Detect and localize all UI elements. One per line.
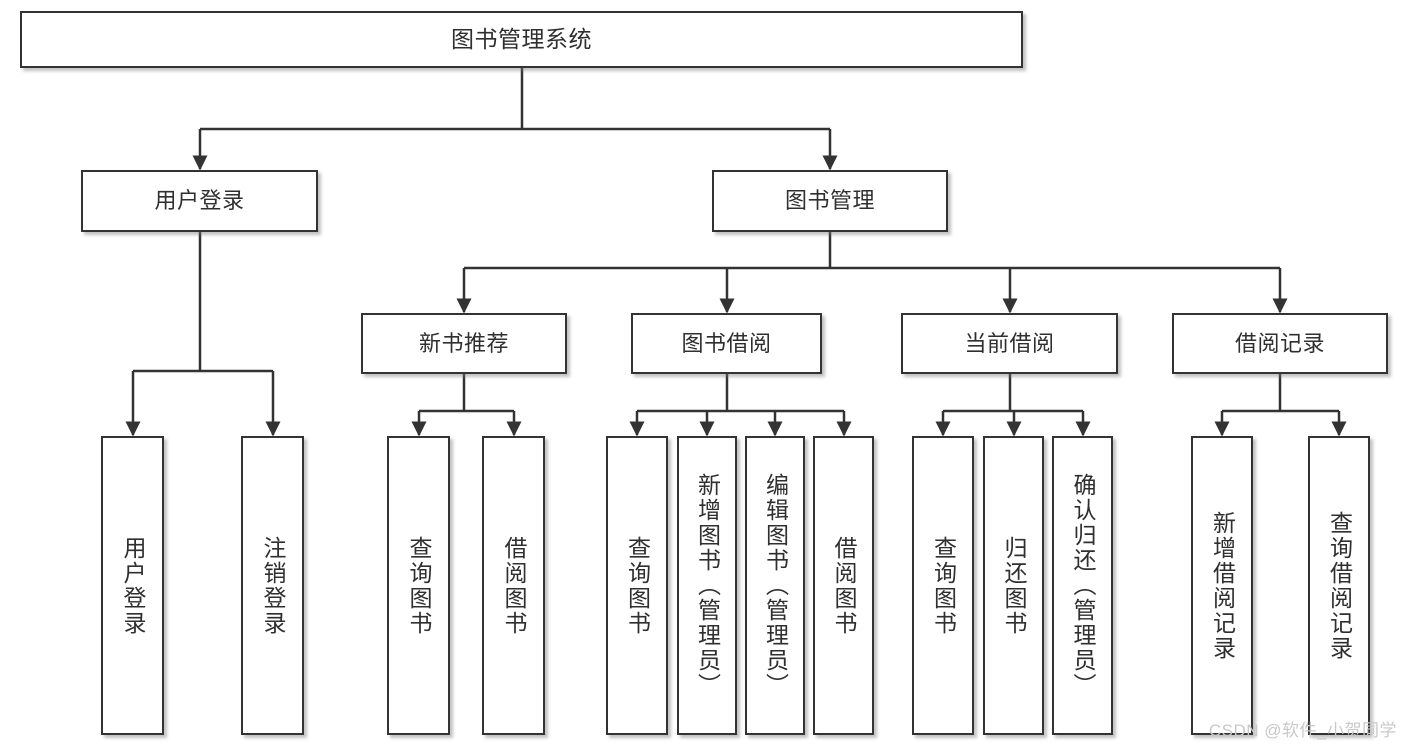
- node-book-manage[interactable]: 图书管理: [712, 170, 948, 232]
- node-current-borrow[interactable]: 当前借阅: [901, 313, 1118, 374]
- node-book-borrow[interactable]: 图书借阅: [631, 313, 822, 374]
- node-label: 查询借阅记录: [1326, 510, 1353, 661]
- node-label: 图书管理: [784, 188, 875, 214]
- node-leaf-query-record[interactable]: 查询借阅记录: [1308, 436, 1370, 735]
- node-root[interactable]: 图书管理系统: [20, 11, 1023, 68]
- node-new-book-rec[interactable]: 新书推荐: [361, 313, 567, 374]
- node-label: 用户登录: [120, 535, 146, 636]
- node-label: 查询图书: [930, 535, 957, 636]
- node-leaf-query-book-rec[interactable]: 查询图书: [387, 436, 450, 735]
- node-leaf-logout[interactable]: 注销登录: [241, 436, 304, 735]
- node-label: 借阅记录: [1234, 330, 1325, 356]
- node-label: 用户登录: [154, 188, 245, 214]
- node-label: 新增图书（管理员）: [694, 473, 721, 698]
- node-label: 当前借阅: [964, 330, 1055, 356]
- node-label: 归还图书: [1001, 535, 1027, 636]
- node-borrow-record[interactable]: 借阅记录: [1172, 313, 1388, 374]
- node-label: 图书管理系统: [451, 25, 592, 52]
- node-label: 编辑图书（管理员）: [762, 473, 789, 698]
- node-label: 查询图书: [624, 535, 651, 636]
- csdn-watermark: CSDN @软件_小贺同学: [1208, 721, 1397, 740]
- node-leaf-query-book-borrow[interactable]: 查询图书: [606, 436, 668, 735]
- node-leaf-return-book[interactable]: 归还图书: [983, 436, 1044, 735]
- node-label: 新书推荐: [418, 330, 509, 356]
- node-label: 图书借阅: [681, 330, 772, 356]
- node-leaf-confirm-return[interactable]: 确认归还（管理员）: [1052, 436, 1113, 735]
- node-leaf-borrow-book-rec[interactable]: 借阅图书: [482, 436, 545, 735]
- node-label: 确认归还（管理员）: [1070, 473, 1096, 698]
- node-leaf-user-login[interactable]: 用户登录: [101, 436, 164, 735]
- node-leaf-borrow-book[interactable]: 借阅图书: [813, 436, 874, 735]
- node-leaf-query-book-current[interactable]: 查询图书: [912, 436, 974, 735]
- node-label: 查询图书: [406, 535, 432, 636]
- node-label: 借阅图书: [501, 535, 527, 636]
- node-label: 新增借阅记录: [1209, 510, 1236, 661]
- node-leaf-edit-book[interactable]: 编辑图书（管理员）: [745, 436, 805, 735]
- node-leaf-add-record[interactable]: 新增借阅记录: [1191, 436, 1253, 735]
- node-label: 注销登录: [260, 535, 286, 636]
- node-label: 借阅图书: [831, 535, 857, 636]
- node-leaf-add-book[interactable]: 新增图书（管理员）: [677, 436, 737, 735]
- node-user-login[interactable]: 用户登录: [81, 170, 318, 232]
